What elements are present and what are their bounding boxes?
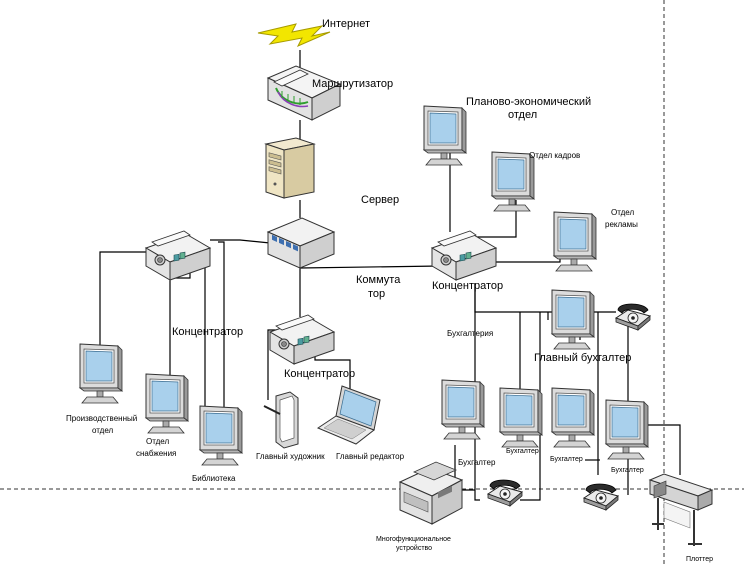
hub-icon-left [145,230,211,281]
monitor-icon-library [199,405,243,466]
label-internet: Интернет [322,18,370,30]
hub-icon-center [269,314,335,365]
label-library: Библиотека [192,474,236,483]
label-accountant-2: Бухгалтер [506,448,539,455]
monitor-icon-hr [491,151,535,212]
label-supply-1: Отдел [146,437,170,446]
label-accountant-4: Бухгалтер [611,467,644,474]
label-accountant-3: Бухгалтер [550,456,583,463]
label-hub-center: Концентратор [284,368,356,380]
label-accountant-1: Бухгалтер [458,458,496,467]
label-chief-editor: Главный редактор [336,452,405,461]
monitor-icon-plan [423,105,467,166]
monitor-icon-supply [145,373,189,434]
label-switch-2: тор [368,288,386,300]
telephone-icon-2 [583,483,619,511]
label-accounting: Бухгалтерия [447,329,494,338]
printer-icon [398,461,464,525]
telephone-icon-1 [487,479,523,507]
label-plotter: Плоттер [686,556,714,563]
server-icon [264,137,316,199]
label-production-1: Производственный [66,414,138,423]
hub-icon-right [431,230,497,281]
monitor-icon-accountant-2 [499,387,543,448]
monitor-icon-accountant-1 [441,379,485,440]
plotter-icon [648,473,714,546]
label-switch-1: Коммута [356,274,401,286]
laptop-icon [316,385,381,445]
label-hub-left: Концентратор [172,326,244,338]
label-hr-dept: Отдел кадров [529,151,581,160]
tablet-icon [263,391,299,449]
label-supply-2: снабжения [136,449,177,458]
label-ads-dept-1: Отдел [611,208,635,217]
label-plan-dept-2: отдел [508,109,538,121]
label-plan-dept-1: Планово-экономический [466,96,592,108]
label-mfp-2: устройство [396,545,433,552]
lightning-icon [257,23,331,48]
monitor-icon-accountant-3 [551,387,595,448]
label-chief-accountant: Главный бухгалтер [534,352,632,364]
label-server: Сервер [361,194,400,206]
label-ads-dept-2: рекламы [605,220,638,229]
label-router: Маршрутизатор [312,78,394,90]
label-hub-right: Концентратор [432,280,504,292]
label-mfp-1: Многофункциональное [376,536,451,543]
monitor-icon-production [79,343,123,404]
monitor-icon-chief-accountant [551,289,595,350]
label-chief-artist: Главный художник [256,452,325,461]
router-icon [266,65,342,121]
telephone-icon-chief [615,303,651,331]
label-production-2: отдел [92,426,114,435]
switch-icon [266,217,336,269]
monitor-icon-accountant-4 [605,399,649,460]
